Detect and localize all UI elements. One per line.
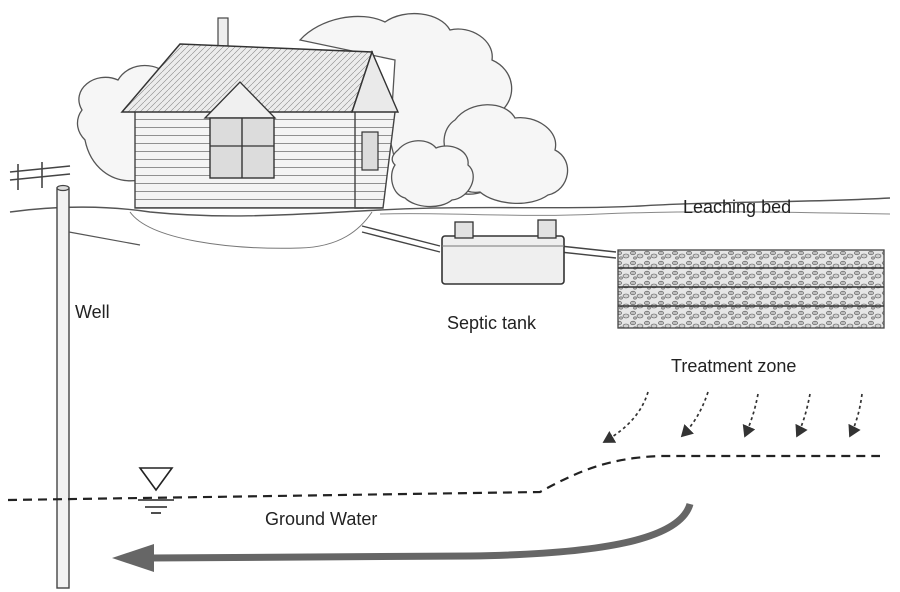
water-table-symbol-icon (138, 468, 174, 513)
septic-tank (442, 220, 564, 284)
percolation-arrow (682, 392, 708, 436)
percolation-arrow (604, 392, 648, 442)
well-casing (57, 186, 140, 589)
groundwater-flow-arrow (112, 504, 690, 572)
percolation-arrow (797, 394, 810, 436)
percolation-arrows (604, 392, 862, 442)
percolation-arrow (850, 394, 862, 436)
ground-water-label: Ground Water (265, 509, 377, 530)
treatment-zone-label: Treatment zone (671, 356, 796, 377)
leaching-bed (618, 250, 884, 328)
well-label: Well (75, 302, 110, 323)
percolation-arrow (745, 394, 758, 436)
water-table-line (8, 456, 880, 500)
septic-tank-label: Septic tank (447, 313, 536, 334)
leaching-bed-label: Leaching bed (683, 197, 791, 218)
